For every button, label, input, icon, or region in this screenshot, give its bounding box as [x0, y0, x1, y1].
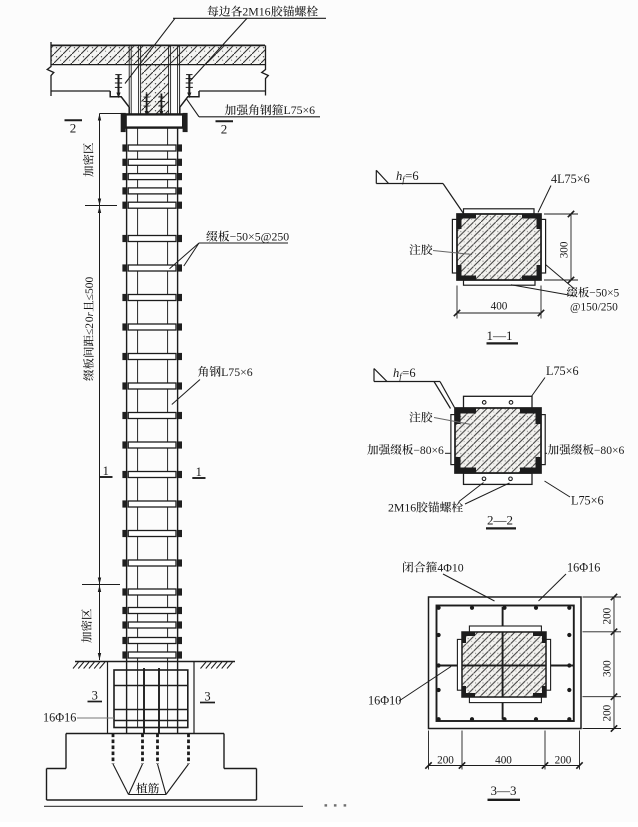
svg-text:1: 1 — [196, 465, 202, 479]
svg-text:2: 2 — [221, 122, 228, 137]
svg-text:2M16: 2M16 — [242, 5, 270, 19]
svg-text:16Φ10: 16Φ10 — [368, 694, 401, 708]
svg-text:2M16: 2M16 — [388, 501, 416, 515]
svg-text:4L75×6: 4L75×6 — [551, 172, 590, 186]
svg-text:16Φ16: 16Φ16 — [567, 561, 600, 575]
svg-text:−80×6: −80×6 — [413, 444, 444, 457]
svg-text:−80×6: −80×6 — [594, 444, 625, 457]
svg-text:3—3: 3—3 — [491, 783, 517, 798]
svg-text:200: 200 — [602, 704, 614, 721]
svg-text:−50×5@250: −50×5@250 — [230, 230, 290, 244]
svg-text:L75×6: L75×6 — [546, 364, 579, 378]
svg-text:200: 200 — [555, 755, 572, 767]
svg-text:hf=6: hf=6 — [393, 366, 416, 382]
svg-text:≤2: ≤2 — [84, 323, 96, 335]
svg-text:L75×6: L75×6 — [571, 494, 604, 508]
svg-text:0: 0 — [84, 316, 96, 322]
svg-text:2: 2 — [70, 121, 77, 136]
svg-text:200: 200 — [602, 607, 614, 624]
svg-text:16Φ16: 16Φ16 — [43, 711, 76, 725]
svg-text:3: 3 — [92, 689, 98, 703]
svg-text:400: 400 — [495, 755, 512, 767]
svg-text:400: 400 — [491, 301, 508, 313]
svg-text:−50×5: −50×5 — [589, 288, 619, 300]
svg-text:4Φ10: 4Φ10 — [437, 561, 463, 575]
svg-text:1—1: 1—1 — [487, 328, 513, 343]
svg-text:L75×6: L75×6 — [221, 365, 253, 379]
svg-text:L75×6: L75×6 — [284, 103, 316, 117]
svg-text:hf=6: hf=6 — [396, 169, 419, 185]
svg-text:1: 1 — [103, 464, 109, 478]
svg-text:r: r — [85, 311, 96, 316]
svg-text:2—2: 2—2 — [487, 513, 513, 528]
svg-text:300: 300 — [559, 241, 571, 258]
svg-text:≤500: ≤500 — [84, 276, 96, 300]
svg-text:@150/250: @150/250 — [570, 302, 618, 314]
svg-text:200: 200 — [437, 755, 454, 767]
svg-text:300: 300 — [602, 660, 614, 677]
svg-text:3: 3 — [204, 690, 210, 704]
